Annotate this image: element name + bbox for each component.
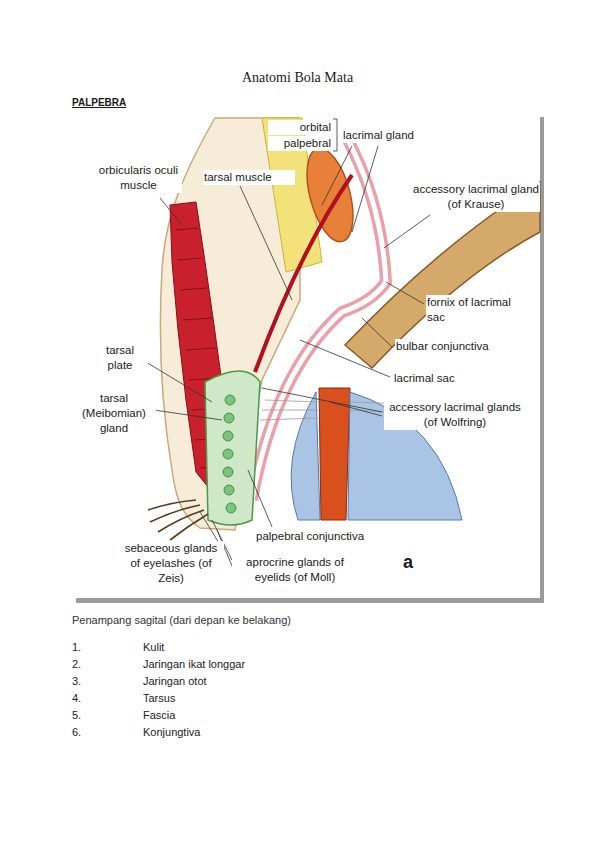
part-label: accessory lacrimal glands (of Wolfring) [384, 400, 526, 430]
leader-lines [146, 119, 430, 566]
part-label: bulbar conjunctiva [395, 339, 522, 354]
part-label: orbital [268, 120, 332, 135]
list-item: Konjungtiva [143, 726, 443, 738]
part-label: palpebral conjunctiva [255, 529, 397, 544]
part-label: orbicularis oculi muscle [95, 163, 182, 193]
page-title: Anatomi Bola Mata [0, 70, 595, 86]
part-label: fornix of lacrimal sac [426, 295, 512, 325]
list-number: 1. [72, 641, 132, 653]
eyelashes [148, 500, 208, 540]
sclera [345, 182, 540, 368]
part-label: tarsal muscle [203, 170, 295, 185]
tarsal-plate [205, 371, 260, 525]
tarsal-muscle [255, 175, 352, 372]
list-number: 4. [72, 692, 132, 704]
list-number: 3. [72, 675, 132, 687]
bracket [333, 119, 337, 151]
part-label: tarsal plate [92, 343, 148, 373]
figure-caption: Penampang sagital (dari depan ke belakan… [72, 614, 472, 626]
list-item: Jaringan ikat longgar [143, 658, 443, 670]
panel-letter: a [403, 552, 423, 573]
list-item: Tarsus [143, 692, 443, 704]
iris [319, 388, 350, 520]
list-item: Kulit [143, 641, 443, 653]
part-label: tarsal (Meibomian) gland [72, 391, 156, 436]
figure-ground [72, 112, 540, 598]
part-label: accessory lacrimal gland (of Krause) [412, 182, 540, 212]
list-number: 5. [72, 709, 132, 721]
part-label: aprocrine glands of eyelids (of Moll) [232, 555, 358, 585]
part-label: lacrimal sac [393, 371, 495, 386]
list-item: Jaringan otot [143, 675, 443, 687]
list-number: 2. [72, 658, 132, 670]
part-label: palpebral [268, 136, 332, 151]
meibomian-gland [223, 395, 236, 513]
list-number: 6. [72, 726, 132, 738]
list-item: Fascia [143, 709, 443, 721]
part-label: sebaceous glands of eyelashes (of Zeis) [118, 541, 224, 586]
part-label: lacrimal gland [342, 128, 444, 143]
section-heading: PALPEBRA [72, 97, 192, 108]
cornea [291, 392, 320, 520]
